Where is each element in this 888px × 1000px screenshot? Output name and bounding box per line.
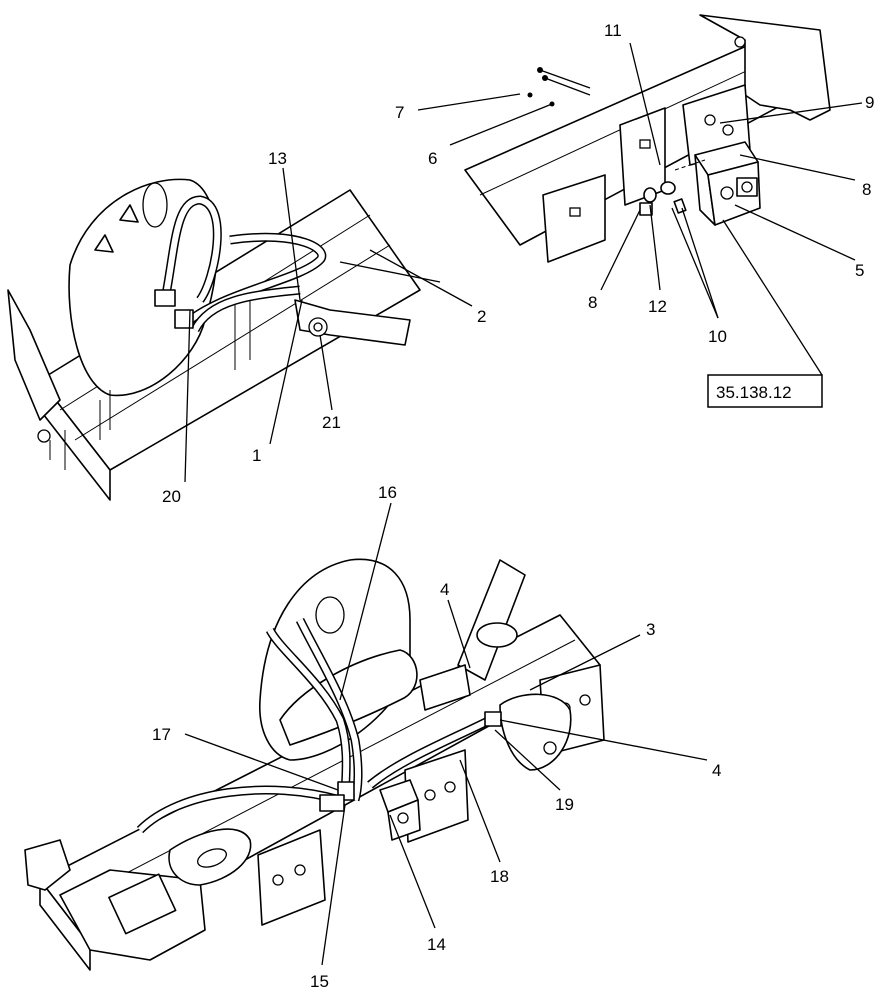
callout-10: 10 bbox=[708, 327, 727, 346]
callout-16: 16 bbox=[378, 483, 397, 502]
callout-20: 20 bbox=[162, 487, 181, 506]
callout-9: 9 bbox=[865, 93, 874, 112]
view-left-assembly bbox=[7, 178, 441, 501]
callout-11: 11 bbox=[604, 21, 622, 40]
callout-4-top: 4 bbox=[440, 580, 449, 599]
callout-18: 18 bbox=[490, 867, 509, 886]
callout-8-right: 8 bbox=[862, 180, 871, 199]
callout-labels: 1 2 13 20 21 7 6 11 9 8 5 8 12 10 16 4 3… bbox=[152, 21, 874, 991]
callout-1: 1 bbox=[252, 446, 261, 465]
view-bottom-assembly bbox=[24, 558, 605, 971]
callout-4-bottom: 4 bbox=[712, 761, 721, 780]
callout-8-left: 8 bbox=[588, 293, 597, 312]
callout-13: 13 bbox=[268, 149, 287, 168]
callout-12: 12 bbox=[648, 297, 667, 316]
callout-15: 15 bbox=[310, 972, 329, 991]
callout-21: 21 bbox=[322, 413, 341, 432]
callout-6: 6 bbox=[428, 149, 437, 168]
reference-box-label: 35.138.12 bbox=[716, 383, 792, 402]
callout-14: 14 bbox=[427, 935, 446, 954]
callout-17: 17 bbox=[152, 725, 171, 744]
leader-lines bbox=[184, 42, 863, 966]
callout-19: 19 bbox=[555, 795, 574, 814]
callout-3: 3 bbox=[646, 620, 655, 639]
callout-5: 5 bbox=[855, 261, 864, 280]
reference-box: 35.138.12 bbox=[707, 374, 823, 408]
callout-7: 7 bbox=[395, 103, 404, 122]
callout-2: 2 bbox=[477, 307, 486, 326]
view-valve-block bbox=[464, 14, 831, 263]
